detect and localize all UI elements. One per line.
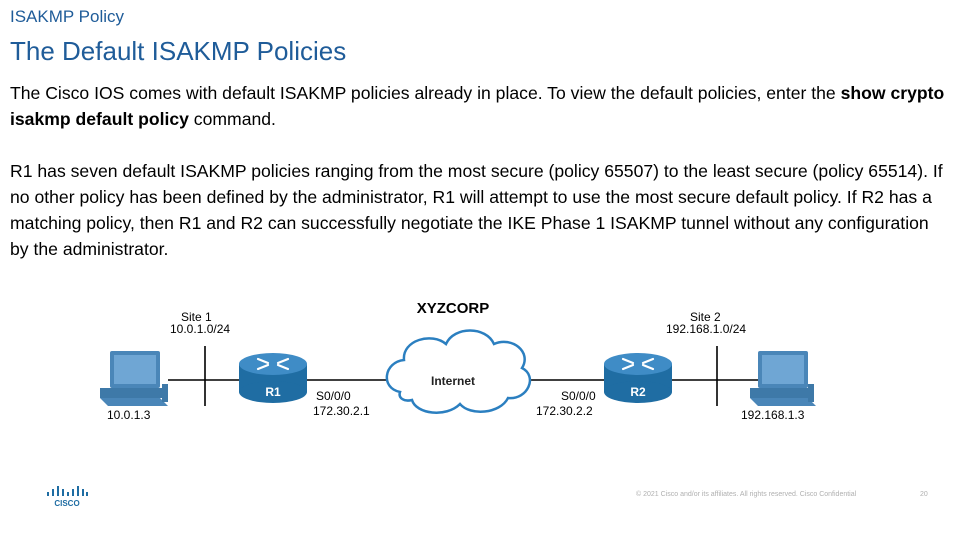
slide-title: The Default ISAKMP Policies xyxy=(10,36,347,66)
copyright-text: © 2021 Cisco and/or its affiliates. All … xyxy=(636,491,857,498)
internet-cloud-icon xyxy=(385,329,532,414)
paragraph-1-text-a: The Cisco IOS comes with default ISAKMP … xyxy=(10,83,841,103)
r1-label: R1 xyxy=(265,385,281,399)
command-text: show crypto isakmp default policy xyxy=(10,83,945,129)
r2-ip: 172.30.2.2 xyxy=(536,404,593,418)
r1-ip: 172.30.2.1 xyxy=(313,404,370,418)
paragraph-2: R1 has seven default ISAKMP policies ran… xyxy=(10,161,943,259)
site1-name: Site 1 xyxy=(181,310,212,324)
site2-name: Site 2 xyxy=(690,310,721,324)
internet-label: Internet xyxy=(431,374,475,388)
paragraph-1-text-b: command. xyxy=(188,109,276,129)
site2-subnet: 192.168.1.0/24 xyxy=(666,322,746,336)
router-r1-icon xyxy=(239,353,307,403)
cisco-wordmark: CISCO xyxy=(54,499,79,508)
cisco-logo: CISCO xyxy=(46,486,88,513)
r2-label: R2 xyxy=(630,385,646,399)
paragraph-1: The Cisco IOS comes with default ISAKMP … xyxy=(10,80,950,132)
site1-pc-icon xyxy=(100,351,168,406)
slide-number: 20 xyxy=(920,491,928,498)
company-label: XYZCORP xyxy=(417,300,490,317)
r2-interface: S0/0/0 xyxy=(561,389,596,403)
site2-host-ip: 192.168.1.3 xyxy=(741,408,805,422)
r1-interface: S0/0/0 xyxy=(316,389,351,403)
slide-body: The Cisco IOS comes with default ISAKMP … xyxy=(10,80,950,262)
section-kicker: ISAKMP Policy xyxy=(10,7,125,26)
site2-pc-icon xyxy=(750,351,816,406)
cisco-bars-icon: CISCO xyxy=(47,486,88,508)
site1-host-ip: 10.0.1.3 xyxy=(107,408,151,422)
site1-subnet: 10.0.1.0/24 xyxy=(170,322,230,336)
router-r2-icon xyxy=(604,353,672,403)
